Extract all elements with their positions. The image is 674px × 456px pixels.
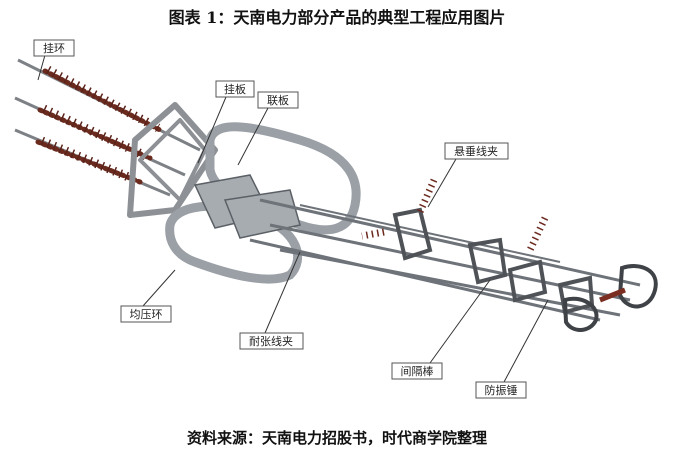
callout-hang-ring: 挂环 (33, 39, 75, 57)
callout-grading-ring: 均压环 (120, 305, 172, 323)
end-frames (562, 264, 658, 332)
svg-text:均压环: 均压环 (130, 308, 163, 321)
callout-tension-clamp: 耐张线夹 (239, 332, 304, 350)
callout-leaders (37, 54, 549, 383)
figure-source: 资料来源：天南电力招股书，时代商学院整理 (186, 429, 487, 447)
svg-text:间隔棒: 间隔棒 (401, 364, 434, 378)
callout-suspension-clamp: 悬垂线夹 (444, 142, 509, 160)
callout-spacer: 间隔棒 (391, 362, 443, 380)
suspension-insulators (361, 178, 549, 252)
callout-hang-plate: 挂板 (215, 80, 255, 98)
svg-text:联板: 联板 (267, 93, 289, 107)
callout-damper: 防振锤 (475, 381, 527, 399)
callout-link-plate: 联板 (257, 91, 299, 109)
svg-text:耐张线夹: 耐张线夹 (249, 334, 293, 348)
svg-text:悬垂线夹: 悬垂线夹 (454, 144, 498, 158)
figure-title: 图表 1：天南电力部分产品的典型工程应用图片 (168, 8, 506, 27)
svg-text:挂环: 挂环 (43, 41, 65, 55)
svg-text:防振锤: 防振锤 (485, 383, 518, 397)
svg-text:挂板: 挂板 (224, 82, 246, 96)
insulator-strings (14, 58, 201, 197)
yoke-frame (127, 102, 218, 218)
conductor-bundle (249, 198, 641, 322)
